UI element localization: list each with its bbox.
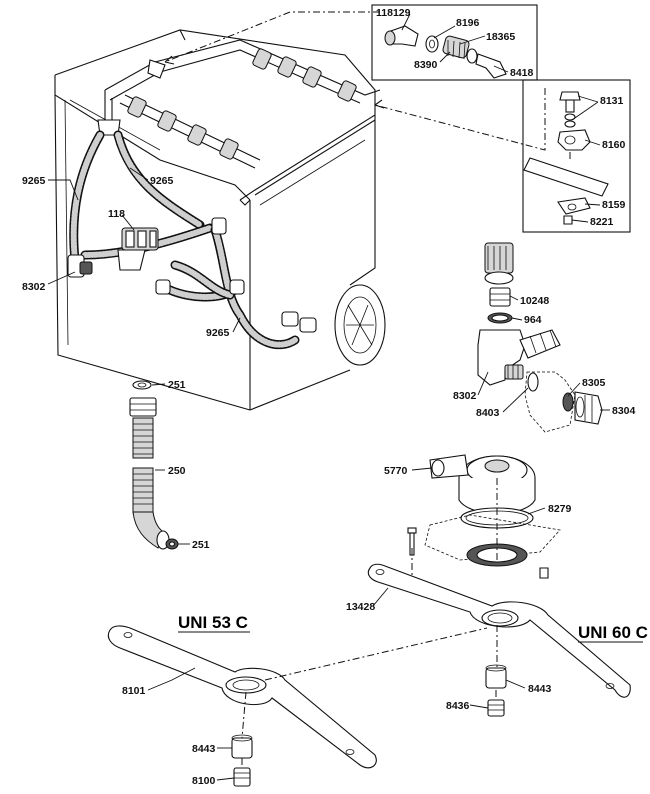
label-964: 964 [524,314,542,326]
spray-arm-uni53 [107,625,377,787]
inset-box-hose-connector [371,4,538,81]
label-8101: 8101 [122,685,146,697]
label-8279: 8279 [548,503,572,515]
label-8443-left: 8443 [192,743,216,755]
model-labels: UNI 53 C UNI 60 C [178,613,648,643]
label-118129: 118129 [376,7,411,19]
circulation-pump [407,454,561,579]
label-8304: 8304 [612,405,636,417]
inset-box-pipe-clip [522,79,631,233]
label-8159: 8159 [602,199,626,211]
label-9265-left: 9265 [22,175,46,187]
label-8305: 8305 [582,377,606,389]
label-8302-left: 8302 [22,281,46,293]
arm53-axis-line [241,691,247,768]
label-18365: 18365 [486,31,515,43]
label-8443-right: 8443 [528,683,552,695]
label-8221: 8221 [590,216,614,228]
label-251-bottom: 251 [192,539,210,551]
inset-leader-top [164,11,380,63]
label-251-top: 251 [168,379,186,391]
upper-spray-pipe [97,39,381,169]
label-10248: 10248 [520,295,549,307]
label-8196: 8196 [456,17,480,29]
label-8418: 8418 [510,67,534,79]
label-9265-mid: 9265 [150,175,174,187]
model-label-uni53: UNI 53 C [178,613,248,632]
drain-hose-250 [129,380,179,550]
label-250: 250 [168,465,186,477]
arm60-axis-line [495,625,498,700]
label-8302-right: 8302 [453,390,477,402]
label-8390: 8390 [414,59,438,71]
label-8436: 8436 [446,700,470,712]
label-118: 118 [108,208,125,220]
inset-leader-right [374,88,546,151]
leader-lines [47,13,610,781]
hoses-9265 [69,130,300,350]
label-8100: 8100 [192,775,216,787]
label-5770: 5770 [384,465,408,477]
part-labels: 118129 8196 18365 8390 8418 8131 8160 81… [22,7,636,787]
arm-link-line [264,627,488,681]
pump-inlet-assembly [477,242,603,433]
spray-arm-uni60 [367,563,631,717]
label-8160: 8160 [602,139,626,151]
label-8403: 8403 [476,407,500,419]
model-label-uni60: UNI 60 C [578,623,648,642]
label-9265-bottom: 9265 [206,327,230,339]
label-13428: 13428 [346,601,375,613]
label-8131: 8131 [600,95,624,107]
dishwasher-cabinet [54,29,386,411]
inlet-valve [67,217,317,333]
